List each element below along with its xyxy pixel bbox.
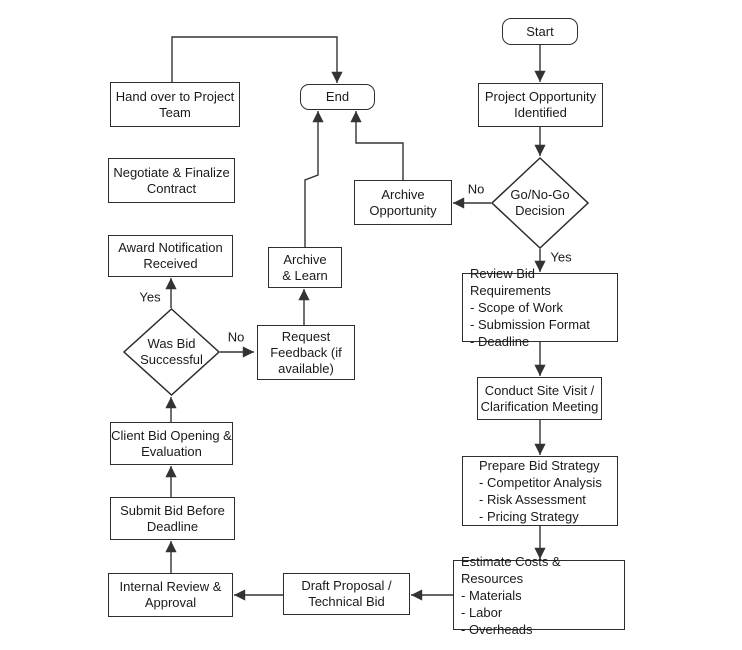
decision-go-no-go: Go/No-Go Decision bbox=[491, 157, 589, 249]
decision-was-bid-successful: Was Bid Successful bbox=[123, 308, 220, 396]
node-archive-learn-line1: Archive bbox=[283, 251, 327, 267]
node-archive-learn-line2: & Learn bbox=[282, 267, 328, 283]
node-project-opportunity-line2: Identified bbox=[514, 105, 567, 120]
edge-label-wasbid-yes: Yes bbox=[137, 289, 163, 305]
node-prepare-bid-strategy: Prepare Bid Strategy - Competitor Analys… bbox=[462, 456, 618, 526]
node-estimate-costs-line4: - Overheads bbox=[461, 621, 533, 637]
node-estimate-costs-line2: - Materials bbox=[461, 587, 522, 603]
node-start-label: Start bbox=[526, 23, 554, 39]
node-review-bid-requirements: Review Bid Requirements - Scope of Work … bbox=[462, 266, 618, 349]
node-internal-review-line2: Approval bbox=[144, 595, 197, 610]
node-archive-opportunity-line2: Opportunity bbox=[369, 202, 437, 218]
node-review-bid-line1: Review Bid Requirements bbox=[470, 266, 551, 298]
node-archive-opportunity: Archive Opportunity bbox=[354, 180, 452, 225]
node-prepare-strategy-line4: - Pricing Strategy bbox=[479, 509, 579, 524]
connector-archive-learn-to-end bbox=[304, 111, 324, 247]
node-estimate-costs-line3: - Labor bbox=[461, 604, 503, 620]
node-request-feedback-line2: Feedback (if bbox=[270, 344, 342, 360]
node-request-feedback-line3: available) bbox=[278, 360, 334, 376]
node-negotiate-contract: Negotiate & Finalize Contract bbox=[108, 158, 235, 203]
node-award-line1: Award Notification bbox=[118, 240, 223, 255]
node-award-line2: Received bbox=[143, 256, 198, 271]
decision-was-bid-text: Was Bid Successful bbox=[140, 336, 203, 368]
diamond-shape bbox=[491, 157, 589, 249]
connector-archive-opportunity-to-end bbox=[350, 111, 404, 180]
node-draft-proposal-line1: Draft Proposal / bbox=[301, 578, 392, 593]
node-review-bid-line4: - Deadline bbox=[470, 334, 530, 349]
node-project-opportunity: Project Opportunity Identified bbox=[478, 83, 603, 127]
node-start: Start bbox=[502, 18, 578, 45]
node-internal-review-line1: Internal Review & bbox=[119, 579, 222, 594]
decision-go-no-go-line1: Go/No-Go bbox=[510, 187, 570, 202]
diamond-shape bbox=[123, 308, 220, 396]
edge-label-gonogo-yes: Yes bbox=[548, 249, 574, 265]
edge-label-gonogo-no: No bbox=[465, 181, 487, 197]
node-negotiate-line2: Contract bbox=[146, 180, 197, 196]
node-site-visit-line2: Clarification Meeting bbox=[480, 398, 599, 414]
node-project-opportunity-line1: Project Opportunity bbox=[484, 89, 597, 104]
node-client-bid-opening: Client Bid Opening & Evaluation bbox=[110, 422, 233, 465]
node-estimate-costs: Estimate Costs & Resources - Materials -… bbox=[453, 554, 625, 637]
node-negotiate-line1: Negotiate & Finalize bbox=[113, 164, 230, 180]
node-end: End bbox=[300, 84, 375, 110]
edge-label-wasbid-no: No bbox=[225, 329, 247, 345]
decision-go-no-go-text: Go/No-Go Decision bbox=[510, 187, 569, 219]
node-request-feedback: Request Feedback (if available) bbox=[257, 325, 355, 380]
node-draft-proposal: Draft Proposal / Technical Bid bbox=[283, 573, 410, 615]
node-prepare-strategy-line3: - Risk Assessment bbox=[479, 492, 586, 507]
node-client-bid-line1: Client Bid Opening & bbox=[111, 427, 232, 443]
node-award-notification: Award Notification Received bbox=[108, 235, 233, 277]
node-submit-bid-line1: Submit Bid Before bbox=[120, 502, 225, 518]
connector-handover-to-end bbox=[171, 36, 343, 83]
node-prepare-strategy-line2: - Competitor Analysis bbox=[479, 475, 602, 490]
decision-was-bid-line2: Successful bbox=[140, 352, 203, 367]
node-archive-opportunity-line1: Archive bbox=[381, 186, 425, 202]
decision-was-bid-line1: Was Bid bbox=[147, 336, 196, 351]
node-estimate-costs-line1: Estimate Costs & Resources bbox=[461, 553, 561, 586]
node-submit-bid: Submit Bid Before Deadline bbox=[110, 497, 235, 540]
node-site-visit: Conduct Site Visit / Clarification Meeti… bbox=[477, 377, 602, 420]
node-review-bid-line2: - Scope of Work bbox=[470, 300, 563, 315]
node-end-label: End bbox=[325, 89, 350, 104]
node-archive-learn: Archive & Learn bbox=[268, 247, 342, 288]
node-review-bid-line3: - Submission Format bbox=[470, 317, 590, 332]
node-handover-line1: Hand over to Project bbox=[115, 88, 235, 104]
node-site-visit-line1: Conduct Site Visit / bbox=[484, 382, 595, 398]
decision-go-no-go-line2: Decision bbox=[515, 203, 565, 218]
node-request-feedback-line1: Request bbox=[281, 328, 331, 344]
node-client-bid-line2: Evaluation bbox=[141, 443, 202, 459]
node-handover-line2: Team bbox=[159, 104, 191, 120]
node-handover: Hand over to Project Team bbox=[110, 82, 240, 127]
node-draft-proposal-line2: Technical Bid bbox=[308, 594, 385, 609]
node-submit-bid-line2: Deadline bbox=[146, 518, 199, 534]
node-internal-review: Internal Review & Approval bbox=[108, 573, 233, 617]
node-prepare-strategy-line1: Prepare Bid Strategy bbox=[479, 458, 600, 473]
